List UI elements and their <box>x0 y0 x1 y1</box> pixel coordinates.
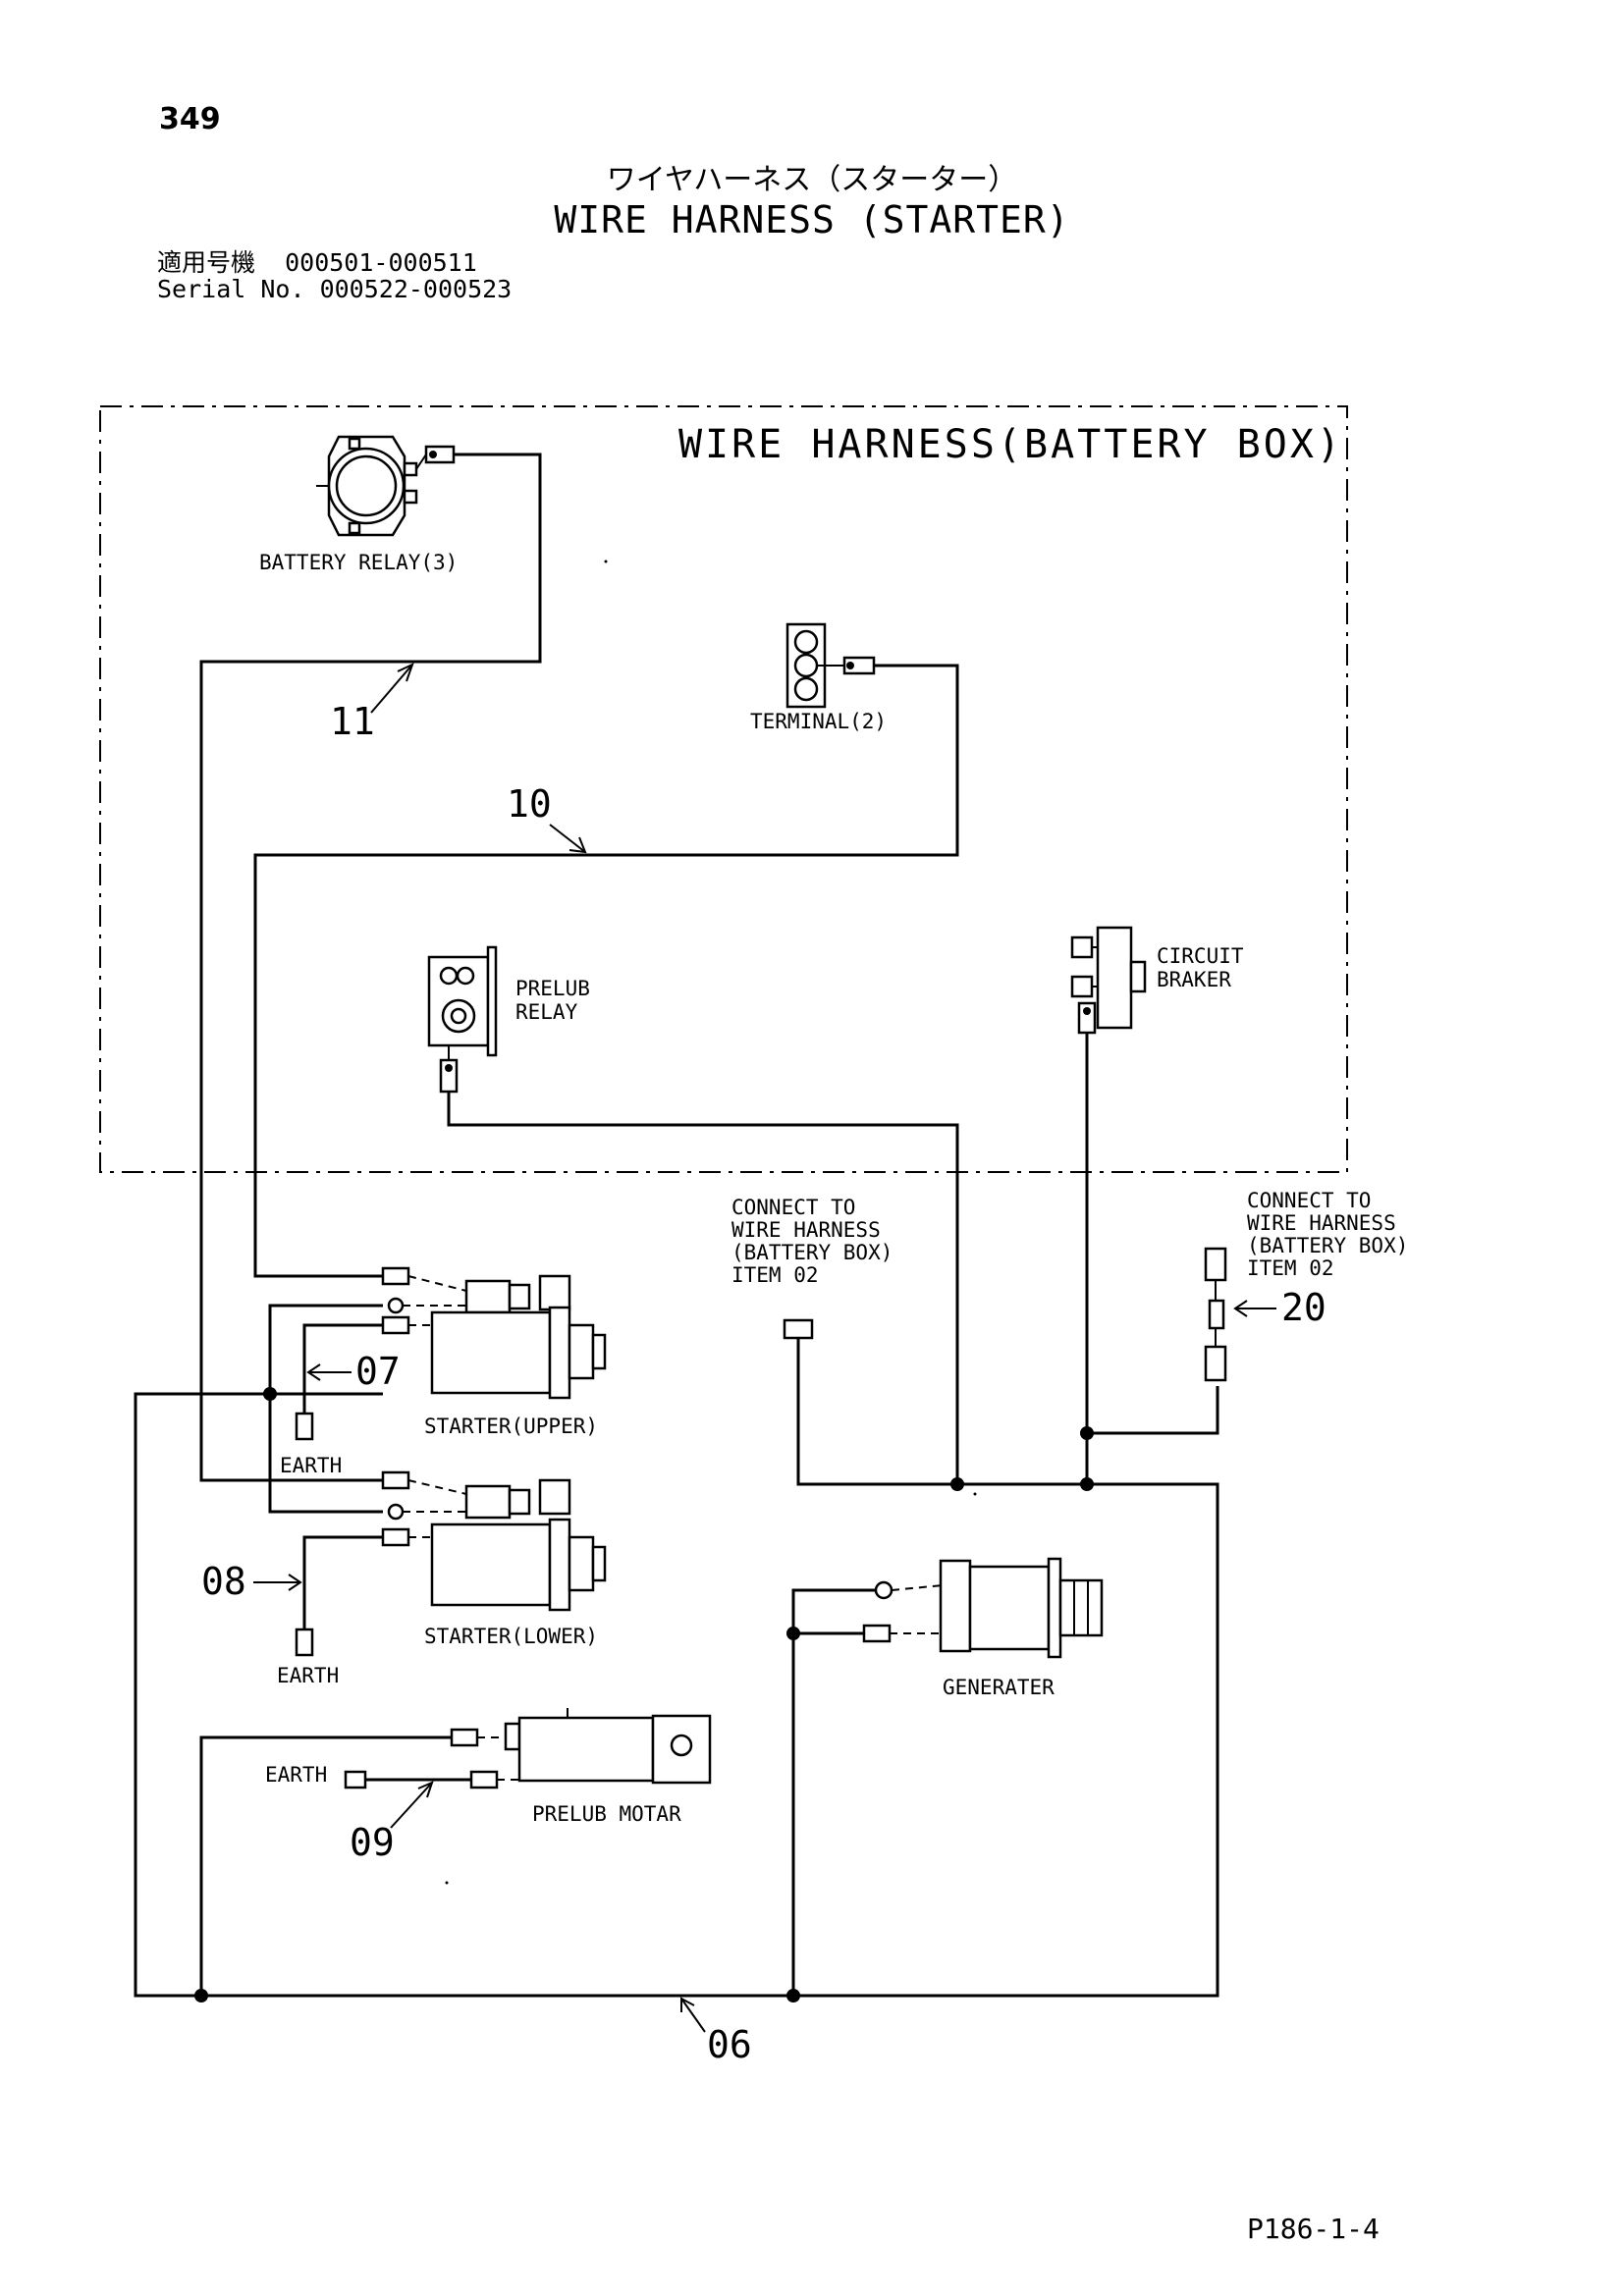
prelub-relay-icon <box>427 945 498 1094</box>
earth-terminal-icon <box>344 1770 367 1789</box>
earth-terminal-icon <box>295 1628 314 1657</box>
terminal-icon <box>785 622 876 709</box>
arrowhead-10 <box>568 836 587 854</box>
earth-label-2: EARTH <box>277 1664 339 1687</box>
wire-starter-lower-aux <box>268 1394 383 1514</box>
connect-b-label-2: WIRE HARNESS <box>1247 1211 1396 1235</box>
item-number-10: 10 <box>507 782 552 826</box>
callout-arrow-11 <box>370 664 413 714</box>
connect-b-label-3: (BATTERY BOX) <box>1247 1234 1408 1257</box>
arrowhead-09 <box>417 1781 434 1798</box>
starter-upper-label: STARTER(UPPER) <box>424 1415 598 1438</box>
earth-terminal-icon <box>295 1412 314 1441</box>
battery-relay-icon <box>316 435 456 537</box>
generater-icon <box>862 1557 1104 1659</box>
connect-b-label-1: CONNECT TO <box>1247 1189 1371 1212</box>
wire-connect-a <box>134 1339 1219 1998</box>
terminal-label: TERMINAL(2) <box>750 710 887 733</box>
earth-label-1: EARTH <box>280 1454 342 1477</box>
item-number-11: 11 <box>330 700 375 743</box>
title-japanese: ワイヤハーネス（スターター） <box>606 163 1018 197</box>
serial-line-en: Serial No. 000522-000523 <box>157 275 513 303</box>
junction <box>786 1627 800 1640</box>
wire-starter-upper-aux <box>268 1304 383 1394</box>
connect-a-label-4: ITEM 02 <box>731 1263 819 1287</box>
title-english: WIRE HARNESS (STARTER) <box>554 198 1070 241</box>
wire-07 <box>302 1323 383 1414</box>
starter-upper-icon <box>381 1266 607 1400</box>
page-number: 349 <box>159 102 221 136</box>
scan-speck <box>445 1881 449 1885</box>
callout-arrow-06 <box>680 1998 706 2033</box>
arrowhead-20 <box>1233 1300 1248 1317</box>
starter-lower-label: STARTER(LOWER) <box>424 1625 598 1648</box>
connect-b-label-4: ITEM 02 <box>1247 1256 1334 1280</box>
connect-a-label-3: (BATTERY BOX) <box>731 1241 893 1264</box>
item-number-06: 06 <box>707 2023 752 2066</box>
prelub-relay-label-1: PRELUB <box>515 977 590 1000</box>
scan-speck <box>604 560 608 563</box>
callout-arrow-09 <box>390 1782 433 1829</box>
junction <box>263 1387 277 1401</box>
junction <box>1080 1426 1094 1440</box>
prelub-motar-label: PRELUB MOTAR <box>532 1802 681 1826</box>
item-number-08: 08 <box>201 1560 246 1603</box>
connect-a-label-1: CONNECT TO <box>731 1196 855 1219</box>
junction <box>950 1477 964 1491</box>
wire-08 <box>302 1535 383 1629</box>
battery-box-boundary <box>99 405 1348 1173</box>
serial-info: 適用号機 000501-000511 Serial No. 000522-000… <box>157 249 512 302</box>
arrowhead-11 <box>397 663 414 682</box>
wire-generater-1 <box>791 1588 884 1996</box>
serial-line-jp: 適用号機 000501-000511 <box>157 248 477 277</box>
scan-speck <box>973 1492 977 1496</box>
item-number-09: 09 <box>350 1821 395 1864</box>
connect-a-label-2: WIRE HARNESS <box>731 1218 881 1242</box>
wire-connect-b <box>1087 1386 1219 1435</box>
junction <box>1080 1477 1094 1491</box>
circuit-braker-label-2: BRAKER <box>1157 968 1231 991</box>
prelub-motar-icon <box>450 1708 712 1789</box>
item-number-07: 07 <box>355 1350 401 1393</box>
wire-prelub-relay <box>447 1092 959 1484</box>
junction <box>194 1989 208 2002</box>
battery-box-title: WIRE HARNESS(BATTERY BOX) <box>678 422 1343 467</box>
connector-b-icon <box>1204 1247 1227 1382</box>
arrowhead-07 <box>306 1363 321 1381</box>
circuit-braker-icon <box>1070 926 1147 1035</box>
earth-label-3: EARTH <box>265 1763 327 1787</box>
connector-a-icon <box>783 1318 814 1340</box>
wire-prelub-motar <box>199 1735 452 1996</box>
wire-11 <box>199 453 542 1482</box>
item-number-20: 20 <box>1281 1286 1326 1329</box>
circuit-braker-label-1: CIRCUIT <box>1157 944 1244 968</box>
junction <box>786 1989 800 2002</box>
part-code: P186-1-4 <box>1247 2213 1380 2245</box>
battery-relay-label: BATTERY RELAY(3) <box>259 551 458 574</box>
generater-label: GENERATER <box>943 1676 1055 1699</box>
prelub-relay-label-2: RELAY <box>515 1000 578 1024</box>
wire-10 <box>253 664 959 1278</box>
callout-arrow-10 <box>549 824 586 853</box>
starter-lower-icon <box>381 1470 607 1612</box>
arrowhead-08 <box>288 1574 302 1591</box>
arrowhead-06 <box>680 1997 695 2012</box>
